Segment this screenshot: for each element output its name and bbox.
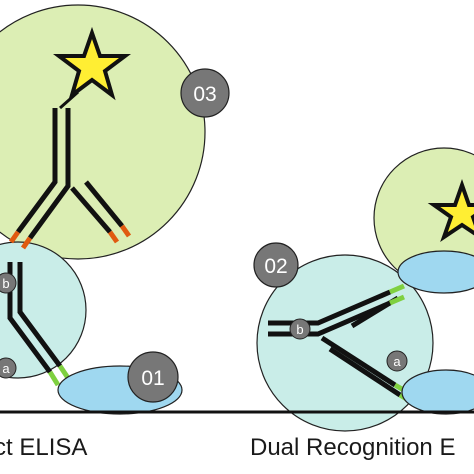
- caption-left: ct ELISA: [0, 434, 87, 461]
- domain-label-a-left-text: a: [2, 361, 10, 376]
- detection-antibody-left: [8, 90, 132, 250]
- cyan-circle-left: [0, 241, 87, 379]
- badge-02: 02: [253, 242, 299, 288]
- domain-label-b-left: b: [0, 272, 17, 294]
- domain-label-a-right-text: a: [393, 354, 401, 369]
- domain-label-b-right: b: [289, 318, 311, 340]
- left-assembly: b a 03 01: [0, 4, 230, 415]
- antigen-ellipse-right-top: [397, 250, 474, 294]
- antigen-ellipse-right-bottom: [401, 369, 474, 415]
- domain-label-a-right: a: [386, 350, 408, 372]
- caption-right: Dual Recognition E: [250, 434, 455, 461]
- badge-03-text: 03: [193, 83, 216, 106]
- domain-label-b-left-text: b: [2, 276, 9, 291]
- badge-02-text: 02: [264, 255, 287, 278]
- green-circle-03: [0, 4, 206, 260]
- domain-label-a-left: a: [0, 357, 17, 379]
- badge-01: 01: [127, 351, 179, 403]
- domain-label-b-right-text: b: [296, 322, 303, 337]
- badge-03: 03: [180, 68, 230, 118]
- badge-01-text: 01: [141, 367, 164, 390]
- star-label-left: [53, 26, 131, 101]
- right-assembly: b a 02: [253, 147, 474, 432]
- star-label-right: [427, 178, 474, 242]
